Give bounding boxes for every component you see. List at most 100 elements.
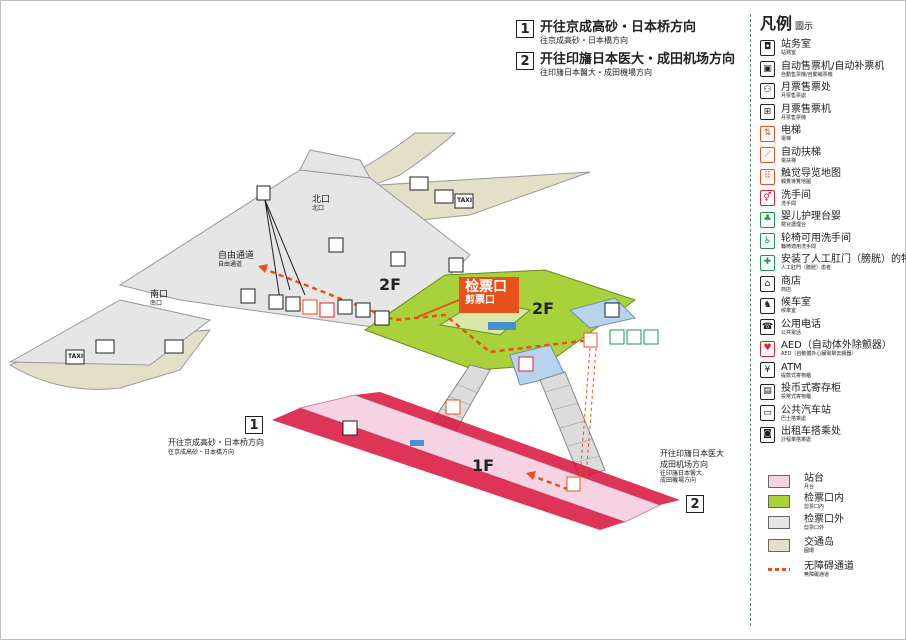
escalator-1f-icon bbox=[410, 440, 424, 446]
stairs-right bbox=[539, 371, 606, 479]
floor-2f-label-paid: 2F bbox=[532, 299, 555, 318]
accessible-toilet-icon bbox=[626, 329, 642, 345]
direction-2-sublabel: 往印旛日本醫大・成田機場方向 bbox=[540, 68, 652, 77]
south-exit-label: 南口 南口 bbox=[150, 290, 169, 307]
legend-item-accessible-toilet: ♿ 轮椅可用洗手间輪椅適用洗手間 bbox=[760, 231, 906, 253]
legend-item-sublabel: 計程車搭乘處 bbox=[781, 437, 812, 444]
legend-item-sublabel: 候車室 bbox=[781, 308, 797, 315]
legend-item-label: AED（自动体外除颤器） bbox=[781, 340, 892, 352]
direction-1-label: 开往京成高砂・日本桥方向 bbox=[540, 20, 697, 35]
legend-item-label: 投币式寄存柜 bbox=[781, 383, 841, 395]
phone-icon: ☎ bbox=[760, 319, 775, 336]
legend-items: ◘站务室站務室 ▣ 自动售票机/自动补票机自動售票機/自動補票機 ⚇月票售票处月票售票… bbox=[760, 37, 906, 446]
baby-care-icon bbox=[609, 329, 625, 345]
legend: 凡例圖示 ◘站务室站務室▣自动售票机/自动补票机自動售票機/自動補票機⚇月票售票… bbox=[760, 14, 906, 446]
station-office-icon bbox=[448, 257, 464, 273]
legend-item-waiting-room: ♞ 候车室候車室 bbox=[760, 295, 906, 317]
legend-item-aed: ♥AED（自动体外除颤器）AED（自動體外心臟電擊去顫器） bbox=[760, 338, 906, 360]
legend-item-label: 候车室 bbox=[781, 297, 811, 309]
bus-stop-icon bbox=[95, 339, 115, 354]
waiting-room-icon bbox=[342, 420, 358, 436]
pass-machine-icon bbox=[337, 299, 353, 315]
legend-item-label: 自动扶梯 bbox=[781, 146, 821, 158]
direction-2-label: 开往印旛日本医大・成田机场方向 bbox=[540, 52, 736, 67]
ticket-machine-icon bbox=[268, 294, 284, 310]
elevator-icon bbox=[566, 476, 581, 492]
ostomate-icon: ✚ bbox=[760, 254, 775, 271]
legend-item-tactile-map: ⠿触觉导览地图觸覺導覽地圖 bbox=[760, 166, 906, 188]
taxi-text-north: TAXI bbox=[457, 197, 473, 204]
area-label: 检票口内 bbox=[804, 493, 844, 504]
legend-item-label: 公共汽车站 bbox=[781, 404, 831, 416]
restroom-icon: ⚥ bbox=[760, 190, 775, 207]
escalator-icon: ⟋ bbox=[760, 147, 775, 164]
elevator-icon bbox=[583, 332, 598, 348]
legend-title: 凡例圖示 bbox=[760, 14, 814, 33]
pass-office-icon: ⚇ bbox=[760, 82, 775, 99]
shop-icon bbox=[240, 288, 256, 304]
tactile-map-icon: ⠿ bbox=[760, 168, 775, 185]
platform-direction-1-label: 开往京成高砂・日本桥方向 往京成高砂・日本橋方向 bbox=[168, 438, 264, 456]
pass-office-icon bbox=[285, 296, 301, 312]
legend-item-bus-stop: ▭公共汽车站巴士搭乘處 bbox=[760, 403, 906, 425]
area-sublabel: 月台 bbox=[804, 484, 815, 490]
area-swatch bbox=[768, 516, 790, 529]
area-legend-item: 检票口内剪票口內 bbox=[768, 493, 844, 510]
restroom-icon bbox=[518, 356, 534, 372]
legend-item-sublabel: 輪椅適用洗手間 bbox=[781, 243, 817, 250]
track-1 bbox=[272, 408, 625, 530]
escalator-2f-icon bbox=[488, 322, 516, 330]
legend-item-sublabel: 站務室 bbox=[781, 50, 797, 57]
platform-direction-1-number: 1 bbox=[245, 416, 269, 434]
legend-item-shop: ⌂商店商店 bbox=[760, 274, 906, 296]
legend-item-label: 触觉导览地图 bbox=[781, 168, 841, 180]
ticket-gate-label: 检票口 剪票口 bbox=[465, 279, 507, 306]
aed-icon bbox=[319, 302, 335, 318]
legend-item-sublabel: 商店 bbox=[781, 286, 792, 293]
legend-item-restroom: ⚥ 洗手间洗手間 bbox=[760, 188, 906, 210]
legend-item-label: 自动售票机/自动补票机 bbox=[781, 60, 885, 72]
legend-item-phone: ☎公用电话公共電話 bbox=[760, 317, 906, 339]
elevator-icon: ⇅ bbox=[760, 125, 775, 142]
station-office-icon: ◘ bbox=[760, 39, 775, 56]
legend-item-label: 婴儿护理台婴 bbox=[781, 211, 841, 223]
legend-item-label: 出租车搭乘处 bbox=[781, 426, 841, 438]
taxi-icon: ◙ bbox=[760, 426, 775, 443]
legend-item-ticket-machine: ▣ 自动售票机/自动补票机自動售票機/自動補票機 bbox=[760, 59, 906, 81]
direction-1-header: 1 开往京成高砂・日本桥方向 往京成高砂・日本橋方向 bbox=[516, 20, 696, 46]
floor-1f-label: 1F bbox=[472, 456, 495, 475]
legend-item-station-office: ◘站务室站務室 bbox=[760, 37, 906, 59]
tactile-map-icon bbox=[302, 299, 318, 315]
legend-item-sublabel: 月票售票機 bbox=[781, 114, 807, 121]
direction-1-sublabel: 往京成高砂・日本橋方向 bbox=[540, 36, 628, 45]
accessible-toilet-icon: ♿ bbox=[760, 233, 775, 250]
legend-item-pass-machine: ⊞月票售票机月票售票機 bbox=[760, 102, 906, 124]
atm-icon bbox=[390, 251, 406, 267]
legend-item-sublabel: 自動售票機/自動補票機 bbox=[781, 71, 833, 78]
gate-label-box bbox=[459, 277, 519, 313]
legend-item-sublabel: 提款式寄物櫃 bbox=[781, 372, 812, 379]
direction-2-header: 2 开往印旛日本医大・成田机场方向 往印旛日本醫大・成田機場方向 bbox=[516, 52, 735, 78]
shop-icon: ⌂ bbox=[760, 276, 775, 293]
area-legend-item: 检票口外剪票口外 bbox=[768, 514, 844, 531]
legend-item-taxi: ◙ 出租车搭乘处計程車搭乘處 bbox=[760, 424, 906, 446]
legend-item-elevator: ⇅电梯電梯 bbox=[760, 123, 906, 145]
taxi-icon bbox=[65, 349, 85, 365]
legend-item-label: 洗手间 bbox=[781, 189, 811, 201]
legend-item-sublabel: 人工肛門（膀胱）患者 bbox=[781, 265, 832, 272]
legend-item-label: ATM bbox=[781, 361, 802, 373]
waiting-room-icon: ♞ bbox=[760, 297, 775, 314]
pass-machine-icon: ⊞ bbox=[760, 104, 775, 121]
legend-item-sublabel: 巴士搭乘處 bbox=[781, 415, 807, 422]
barrier-free-route-swatch bbox=[768, 568, 790, 571]
legend-item-sublabel: 洗手間 bbox=[781, 200, 797, 207]
map-icons bbox=[65, 176, 659, 492]
legend-item-pass-office: ⚇月票售票处月票售票處 bbox=[760, 80, 906, 102]
ticket-machine-icon: ▣ bbox=[760, 61, 775, 78]
baby-care-icon: ♣ bbox=[760, 211, 775, 228]
area-label: 站台 bbox=[804, 473, 824, 484]
area-label: 无障碍通道 bbox=[804, 561, 854, 572]
area-label: 交通岛 bbox=[804, 537, 834, 548]
legend-item-label: 轮椅可用洗手间 bbox=[781, 232, 851, 244]
